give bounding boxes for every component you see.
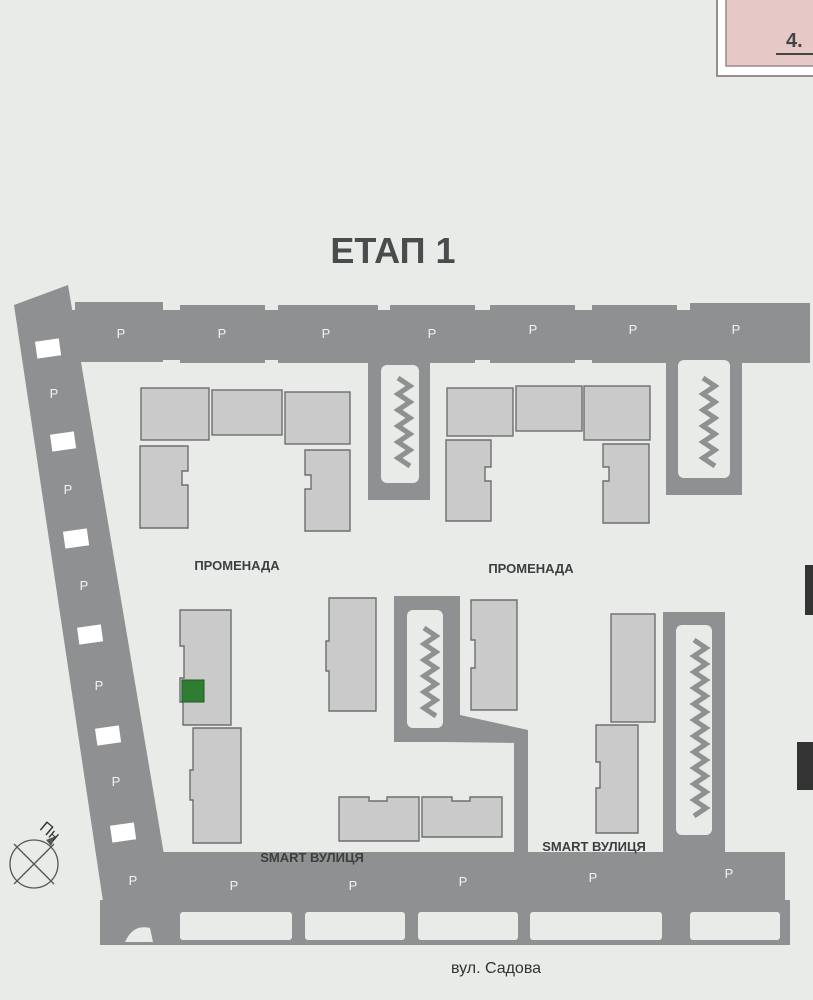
building — [189, 727, 242, 844]
parking-p: P — [589, 870, 598, 885]
promenade-label-left: ПРОМЕНАДА — [194, 558, 280, 573]
street-name-label: вул. Садова — [451, 960, 541, 977]
building — [179, 609, 232, 726]
smart-street-label-right: SMART ВУЛИЦЯ — [542, 839, 646, 854]
building — [421, 796, 503, 838]
parking-p: P — [725, 866, 734, 881]
building — [446, 387, 514, 437]
building — [515, 385, 583, 432]
building — [211, 389, 283, 436]
corner-plot-box: 4. — [716, 0, 813, 77]
buildings — [139, 385, 656, 844]
parking-p: P — [112, 774, 121, 789]
north-compass: Пн — [9, 819, 63, 889]
building — [304, 449, 351, 532]
parking-p: P — [529, 322, 538, 337]
stage-title: ЕТАП 1 — [330, 230, 455, 271]
parking-p: P — [95, 678, 104, 693]
corner-box-label: 4. — [786, 30, 803, 52]
smart-street-label-left: SMART ВУЛИЦЯ — [260, 850, 364, 865]
parking-p: P — [129, 873, 138, 888]
parking-p: P — [80, 578, 89, 593]
parking-p: P — [322, 326, 331, 341]
promenade-label-right: ПРОМЕНАДА — [488, 561, 574, 576]
edge-fragment — [805, 565, 813, 615]
parking-p: P — [732, 322, 741, 337]
parking-p: P — [64, 482, 73, 497]
building — [470, 599, 518, 711]
building — [338, 796, 420, 842]
parking-p: P — [117, 326, 126, 341]
building — [325, 597, 377, 712]
left-road-parking-spaces — [35, 338, 137, 843]
highlighted-unit — [181, 679, 205, 703]
parking-p: P — [230, 878, 239, 893]
building — [445, 439, 492, 522]
building — [610, 613, 656, 723]
parking-p: P — [428, 326, 437, 341]
building — [583, 385, 651, 441]
compass-icon — [9, 839, 59, 889]
parking-p: P — [218, 326, 227, 341]
edge-fragment — [797, 742, 813, 790]
building — [595, 724, 639, 834]
parking-p: P — [349, 878, 358, 893]
building — [602, 443, 650, 524]
parking-labels: P P P P P P P P P P P P P P P P P P — [50, 322, 741, 893]
angled-parking-rows — [393, 375, 720, 819]
building — [140, 387, 210, 441]
parking-p: P — [629, 322, 638, 337]
building — [139, 445, 189, 529]
building — [284, 391, 351, 445]
parking-p: P — [459, 874, 468, 889]
parking-p: P — [50, 386, 59, 401]
